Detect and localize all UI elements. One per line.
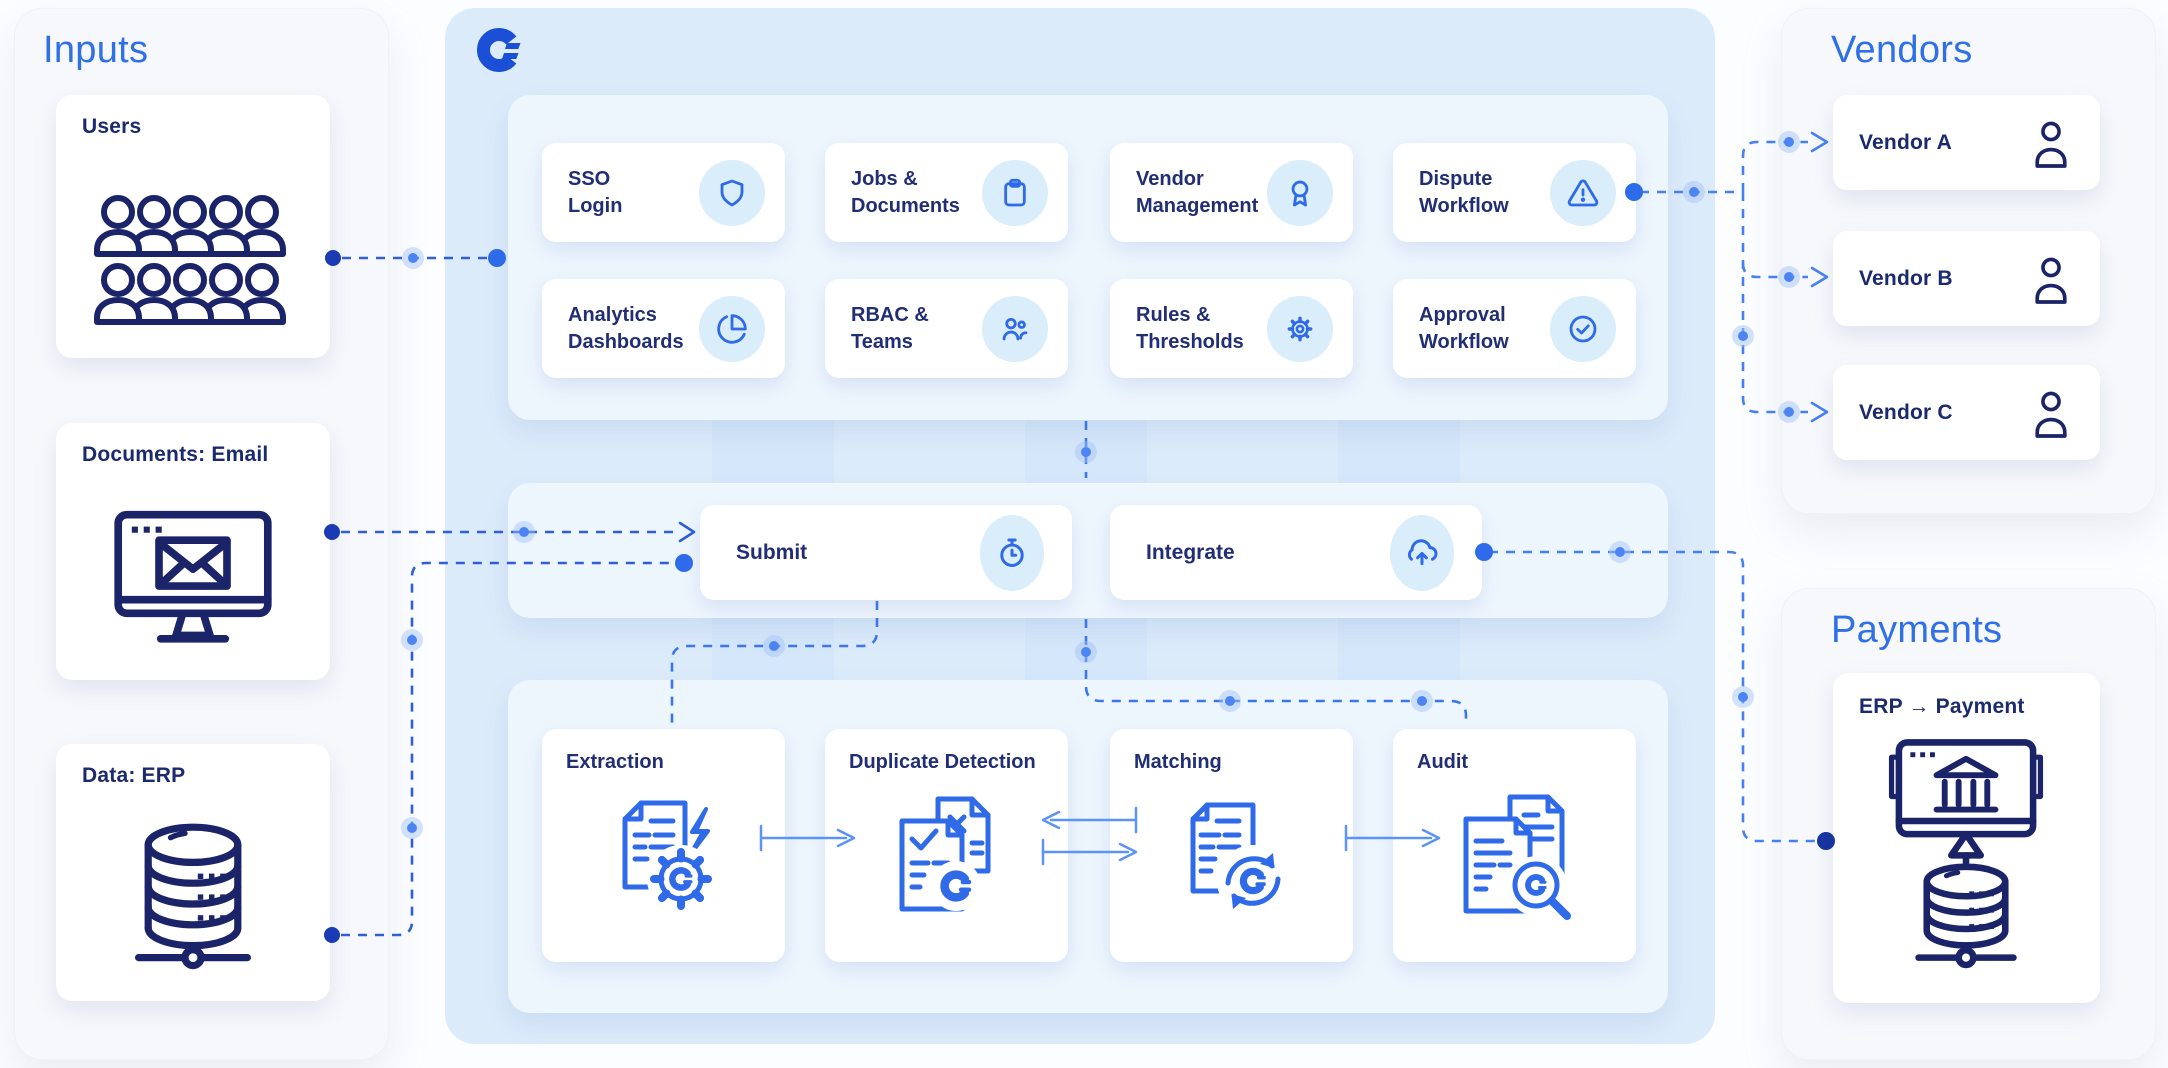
vendor-b-label: Vendor B xyxy=(1859,266,1953,290)
feature-label: RBAC & Teams xyxy=(851,304,929,353)
feature-card-rbac-teams: RBAC & Teams xyxy=(825,279,1068,378)
clipboard-icon xyxy=(1004,178,1026,206)
feature-label: SSO Login xyxy=(568,168,623,217)
pipeline-label: Matching xyxy=(1134,751,1222,773)
stopwatch-icon xyxy=(1000,537,1024,567)
award-icon xyxy=(1291,180,1309,206)
vendor-c-label: Vendor C xyxy=(1859,400,1953,424)
feature-card-jobs-documents: Jobs & Documents xyxy=(825,143,1068,242)
feature-label: Rules & Thresholds xyxy=(1136,304,1244,353)
vendor-c-card: Vendor C xyxy=(1833,365,2100,460)
shield-icon xyxy=(720,179,744,206)
inputs-panel: Inputs Users Documents: Email xyxy=(14,8,389,1060)
feature-label: Vendor Management xyxy=(1136,168,1259,217)
feature-card-approval-workflow: Approval Workflow xyxy=(1393,279,1636,378)
pipeline-card-duplicate-detection: Duplicate Detection xyxy=(825,729,1068,962)
actions-container xyxy=(508,483,1668,618)
vendor-a-label: Vendor A xyxy=(1859,130,1953,154)
feature-card-sso-login: SSO Login xyxy=(542,143,785,242)
person-icon xyxy=(2035,257,2067,304)
platform-panel: SSO Login Jobs & Documents Vendor Manage… xyxy=(445,8,1715,1044)
data-erp-card: Data: ERP xyxy=(56,744,330,1001)
payments-panel: Payments ERP → Payment xyxy=(1781,588,2156,1060)
feature-label: Jobs & Documents xyxy=(851,168,960,217)
pipeline-card-audit: Audit xyxy=(1393,729,1636,962)
feature-card-rules-thresholds: Rules & Thresholds xyxy=(1110,279,1353,378)
payments-title: Payments xyxy=(1831,609,2003,651)
vendor-b-card: Vendor B xyxy=(1833,231,2100,326)
monitor-bank-database-icon xyxy=(1888,739,2044,969)
doc-gear-bolt-icon xyxy=(622,800,715,913)
documents-email-card: Documents: Email xyxy=(56,423,330,680)
users-group-icon xyxy=(94,195,286,325)
submit-label: Submit xyxy=(736,540,808,564)
inputs-title: Inputs xyxy=(43,29,149,71)
users-card: Users xyxy=(56,95,330,358)
pie-chart-icon xyxy=(717,313,747,344)
pipeline-label: Duplicate Detection xyxy=(849,751,1036,773)
pipeline-label: Extraction xyxy=(566,751,664,773)
users-card-label: Users xyxy=(82,115,142,138)
documents-email-card-label: Documents: Email xyxy=(82,443,269,466)
person-icon xyxy=(2035,391,2067,438)
data-erp-card-label: Data: ERP xyxy=(82,764,186,787)
feature-card-vendor-management: Vendor Management xyxy=(1110,143,1353,242)
cloud-upload-icon xyxy=(1407,538,1438,565)
erp-payment-label: ERP → Payment xyxy=(1859,695,2025,718)
feature-label: Approval Workflow xyxy=(1419,304,1509,353)
feature-card-analytics-dashboards: Analytics Dashboards xyxy=(542,279,785,378)
database-network-icon xyxy=(135,823,251,970)
person-icon xyxy=(2035,121,2067,168)
doc-sync-icon xyxy=(1190,802,1289,917)
feature-label: Analytics Dashboards xyxy=(568,304,684,353)
integrate-label: Integrate xyxy=(1146,540,1235,564)
feature-card-dispute-workflow: Dispute Workflow xyxy=(1393,143,1636,242)
pipeline-card-matching: Matching xyxy=(1110,729,1353,962)
vendors-title: Vendors xyxy=(1831,29,1973,71)
c-logo xyxy=(477,28,521,72)
team-icon xyxy=(1002,317,1028,340)
monitor-mail-icon xyxy=(114,510,272,643)
pipeline-card-extraction: Extraction xyxy=(542,729,785,962)
pipeline-label: Audit xyxy=(1417,751,1469,773)
integrate-card: Integrate xyxy=(1110,505,1482,600)
gear-icon xyxy=(1287,316,1313,341)
doc-duplicate-check-icon xyxy=(899,796,991,912)
feature-label: Dispute Workflow xyxy=(1419,168,1509,217)
doc-magnifier-icon xyxy=(1463,794,1571,920)
alert-triangle-icon xyxy=(1567,179,1599,206)
erp-payment-card: ERP → Payment xyxy=(1833,673,2100,1003)
vendors-panel: Vendors Vendor A Vendor B Vendor C xyxy=(1781,8,2156,514)
vendor-a-card: Vendor A xyxy=(1833,95,2100,190)
check-circle-icon xyxy=(1569,315,1597,342)
submit-card: Submit xyxy=(700,505,1072,600)
